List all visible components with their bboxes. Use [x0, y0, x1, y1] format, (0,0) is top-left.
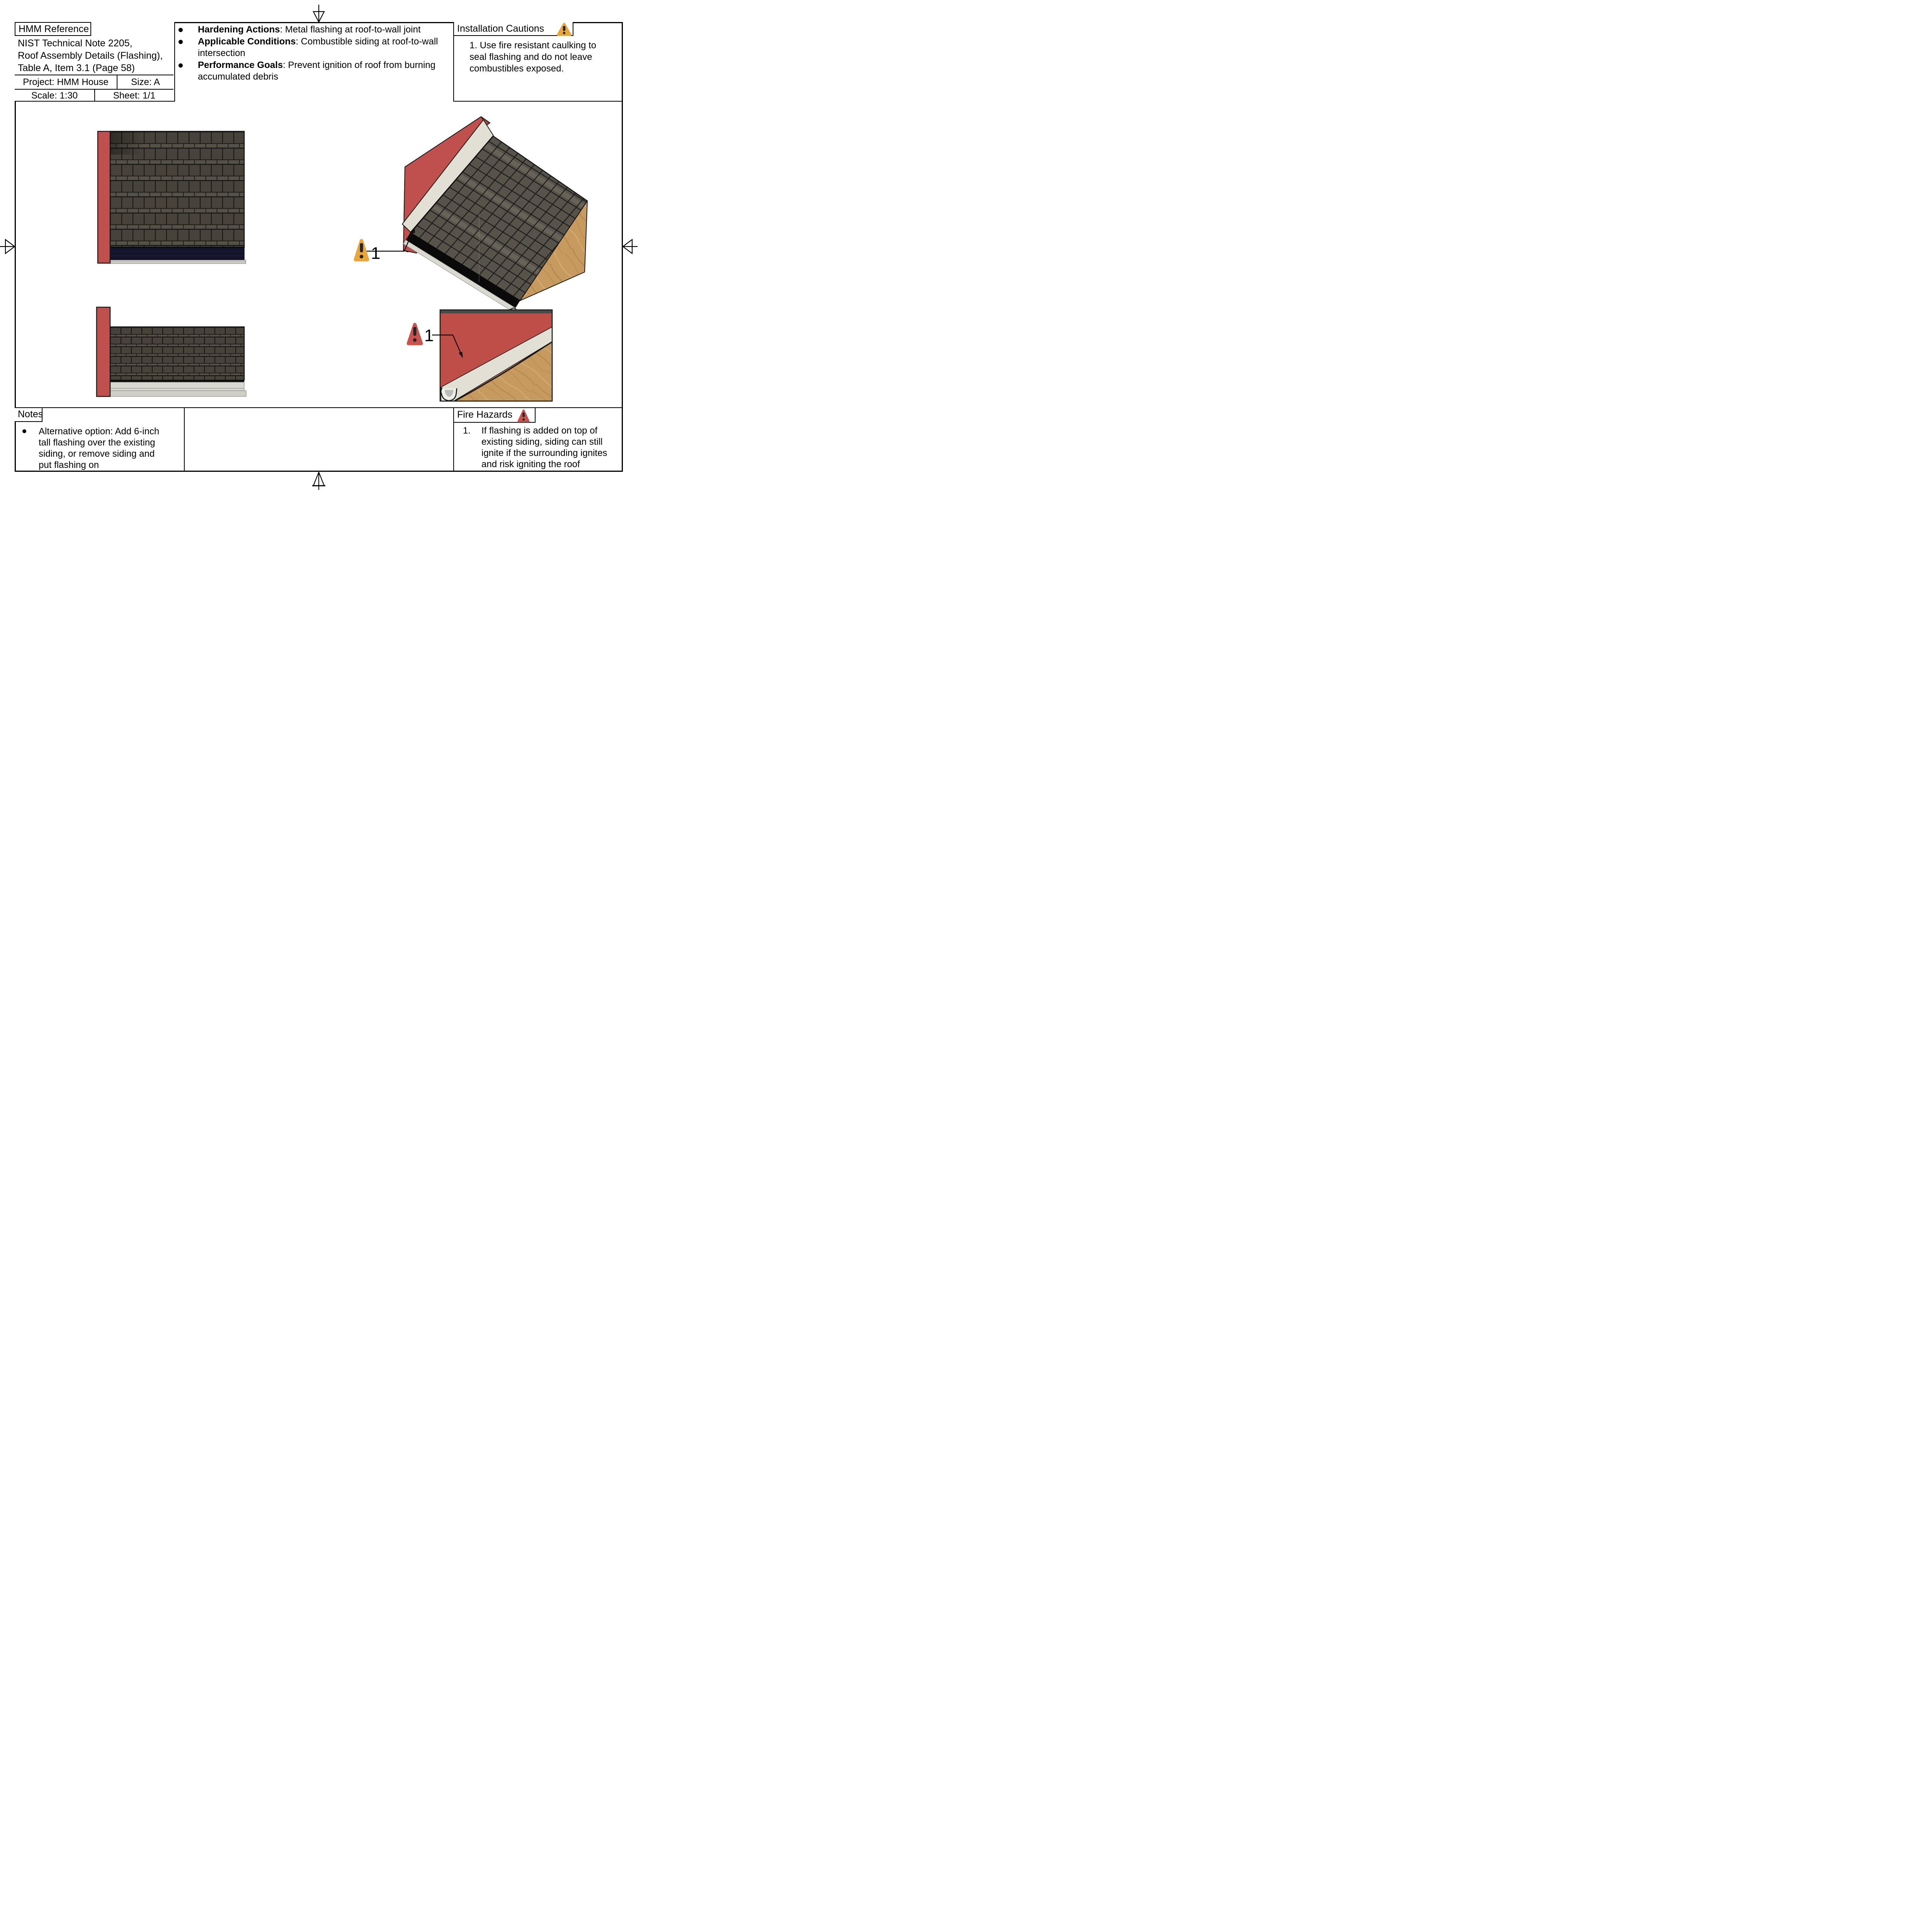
side-drip-edge-line	[110, 380, 244, 382]
iso-shingle-roof	[410, 135, 588, 301]
isometric-view-drawing: 1	[354, 116, 588, 315]
iso-warning-marker	[354, 239, 369, 262]
iso-wood-gable	[520, 201, 588, 301]
project-cell: Project: HMM House	[15, 75, 117, 89]
spec-item-conditions: Applicable Conditions: Combustible sidin…	[179, 36, 451, 60]
scale-cell: Scale: 1:30	[15, 90, 95, 102]
spec-bullet-list: Hardening Actions: Metal flashing at roo…	[179, 24, 451, 83]
spec-text: : Prevent ignition of roof from burning …	[198, 60, 435, 82]
iso-marker-number: 1	[371, 244, 380, 263]
installation-cautions-text: 1. Use fire resistant caulking to seal f…	[469, 40, 597, 74]
detail-wall-top-edge	[440, 310, 552, 313]
spec-label: Hardening Actions	[198, 24, 280, 35]
notes-item: Alternative option: Add 6-inch tall flas…	[22, 426, 177, 471]
fire-hazards-item: 1. If flashing is added on top of existi…	[463, 425, 620, 470]
spec-text: : Metal flashing at roof-to-wall joint	[280, 24, 421, 35]
front-drip-edge-strip	[110, 247, 245, 260]
section-callout-leader	[432, 334, 463, 358]
fire-hazard-number: 1.	[463, 425, 471, 436]
bullet-icon	[179, 60, 198, 83]
title-block: HMM Reference NIST Technical Note 2205, …	[15, 22, 175, 102]
detail-view-border	[439, 309, 553, 402]
detail-flashing-band	[440, 327, 552, 401]
bullet-icon	[22, 426, 39, 471]
registration-mark-bottom	[312, 471, 325, 490]
section-marker-number: 1	[424, 326, 434, 345]
section-detail-drawing: 1	[406, 309, 553, 402]
fire-hazards-title: Fire Hazards	[457, 409, 513, 420]
installation-cautions-box: Installation Cautions 1. Use fire resist…	[453, 22, 623, 102]
reference-header-label: HMM Reference	[19, 24, 89, 34]
section-warning-marker	[406, 323, 423, 345]
spec-item-goals: Performance Goals: Prevent ignition of r…	[179, 60, 451, 83]
installation-cautions-title: Installation Cautions	[457, 23, 544, 34]
front-fascia-strip	[110, 260, 246, 264]
fire-hazard-text: If flashing is added on top of existing …	[481, 425, 607, 469]
notes-text: Alternative option: Add 6-inch tall flas…	[39, 426, 160, 470]
warning-triangle-red-icon	[517, 409, 530, 422]
registration-mark-top	[313, 5, 325, 23]
sheet-cell: Sheet: 1/1	[113, 90, 156, 101]
size-cell: Size: A	[131, 77, 160, 87]
notes-title: Notes	[18, 409, 43, 420]
registration-mark-right	[622, 238, 638, 255]
project-row: Project: HMM House Size: A	[15, 75, 173, 89]
spec-label: Performance Goals	[198, 60, 283, 70]
front-siding-red-bar	[97, 131, 111, 264]
bullet-icon	[179, 36, 198, 60]
iso-callout-leader	[365, 227, 415, 252]
reference-header: HMM Reference	[15, 22, 91, 36]
side-flashing-band	[110, 382, 247, 397]
installation-cautions-header: Installation Cautions	[454, 22, 573, 36]
reference-line: Table A, Item 3.1 (Page 58)	[18, 63, 135, 73]
spec-text: : Combustible siding at roof-to-wall int…	[198, 36, 438, 59]
reference-line: Roof Assembly Details (Flashing),	[18, 50, 163, 61]
reference-text: NIST Technical Note 2205, Roof Assembly …	[15, 36, 173, 75]
scale-row: Scale: 1:30 Sheet: 1/1	[15, 89, 173, 102]
detail-caulk-line	[453, 341, 552, 401]
side-shingle-field	[109, 326, 245, 381]
bottom-strip-divider	[185, 407, 453, 408]
notes-header: Notes	[15, 408, 43, 422]
spec-item-hardening: Hardening Actions: Metal flashing at roo…	[179, 24, 451, 36]
warning-triangle-orange-icon	[557, 23, 571, 36]
front-view-drawing	[97, 131, 246, 264]
spec-label: Applicable Conditions	[198, 36, 296, 47]
reference-line: NIST Technical Note 2205,	[18, 38, 133, 49]
side-view-drawing	[96, 306, 247, 397]
bullet-icon	[179, 24, 198, 36]
drawing-sheet: HMM Reference NIST Technical Note 2205, …	[0, 0, 638, 493]
fire-hazards-box: Fire Hazards 1. If flashing is added on …	[453, 407, 623, 472]
registration-mark-left	[0, 238, 15, 255]
front-shingle-field	[109, 131, 245, 248]
side-siding-red-bar	[96, 306, 111, 397]
iso-eave-shadow-band	[406, 233, 520, 308]
notes-box: Notes Alternative option: Add 6-inch tal…	[15, 407, 185, 472]
